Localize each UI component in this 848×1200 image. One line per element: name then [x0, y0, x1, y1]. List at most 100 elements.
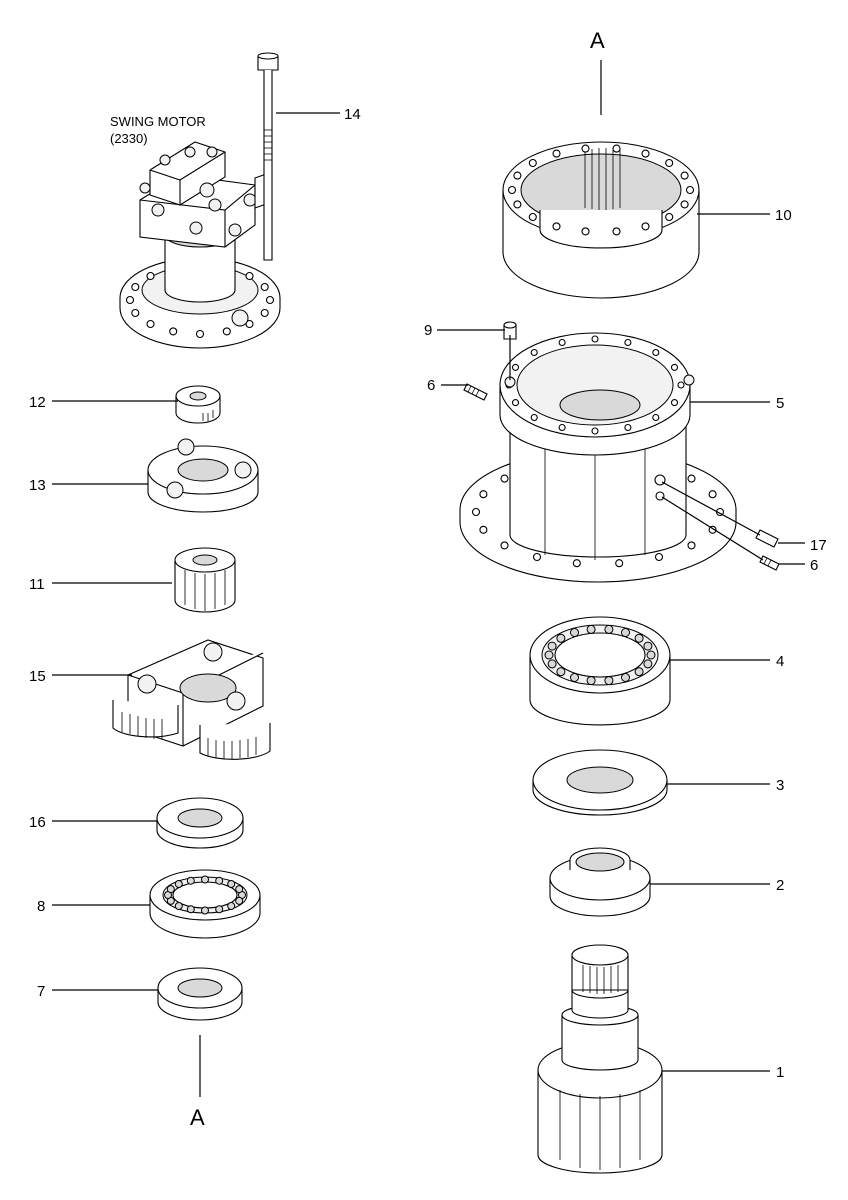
bolt-hole	[641, 222, 650, 231]
bearing-roller	[586, 676, 596, 686]
bolt-hole	[169, 327, 178, 336]
bearing-roller	[643, 641, 653, 651]
bolt-hole	[530, 348, 538, 357]
bolt-hole	[652, 348, 660, 357]
label-part-3: 3	[776, 777, 784, 794]
bolt-hole	[558, 423, 566, 432]
section-mark-top: A	[590, 28, 605, 53]
bolt-hole	[615, 559, 624, 568]
label-part-8: 8	[37, 898, 45, 915]
bolt-hole	[507, 185, 517, 195]
pinion-shaft-part-1	[537, 944, 663, 1174]
bearing-roller	[646, 650, 656, 660]
bolt-part-14	[257, 52, 279, 261]
bolt-hole	[511, 363, 520, 371]
label-part-16: 16	[29, 814, 46, 831]
section-mark-bottom: A	[190, 1105, 205, 1130]
bearing-roller	[215, 876, 224, 885]
bolt-hole	[680, 171, 689, 180]
label-part-6-lower: 6	[810, 557, 818, 574]
bearing-roller	[201, 906, 209, 915]
bolt-hole	[479, 525, 488, 534]
bearing-roller	[186, 876, 195, 885]
bearing-roller	[547, 659, 557, 669]
planet-carrier-part-15	[112, 639, 271, 760]
carrier-part-13	[147, 438, 259, 513]
bolt-hole	[558, 338, 566, 347]
bolt-hole	[624, 338, 632, 347]
thrust-washer-part-3	[532, 749, 668, 816]
bolt-hole	[513, 200, 522, 209]
bearing-roller	[570, 673, 579, 682]
bolt-hole	[131, 308, 140, 318]
label-part-4: 4	[776, 653, 784, 670]
bolt-hole	[528, 158, 537, 168]
bolt-hole	[687, 541, 696, 550]
bolt-hole	[687, 474, 696, 483]
bearing-roller	[166, 885, 175, 894]
bolt-hole	[479, 490, 488, 499]
bearing-roller	[174, 880, 183, 888]
plug-part-6-lower	[759, 555, 780, 571]
bolt-hole	[581, 227, 590, 236]
bolt-hole	[680, 200, 689, 209]
bearing-roller	[556, 633, 566, 643]
bolt-hole	[708, 490, 717, 499]
bolt-hole	[195, 329, 205, 339]
pin-part-9	[503, 321, 517, 340]
bolt-hole	[471, 507, 481, 517]
bearing-roller	[544, 650, 554, 660]
bolt-hole	[146, 271, 155, 281]
bolt-hole	[265, 295, 275, 305]
bolt-hole	[530, 413, 538, 422]
label-part-9: 9	[424, 322, 432, 339]
label-part-7: 7	[37, 983, 45, 1000]
bearing-roller	[556, 667, 566, 677]
sun-gear-part-12	[175, 385, 221, 424]
bearing-roller	[621, 673, 630, 682]
ring-gear-part-10	[502, 141, 700, 299]
plug-part-6-upper	[463, 383, 488, 401]
bolt-hole	[591, 335, 599, 343]
bolt-hole	[624, 423, 632, 432]
leader-lines	[52, 60, 805, 1097]
label-part-2: 2	[776, 877, 784, 894]
label-part-12: 12	[29, 394, 46, 411]
thrust-ring-part-16	[156, 797, 244, 849]
bearing-roller	[227, 880, 236, 888]
bolt-hole	[528, 212, 537, 222]
housing-part-5	[459, 332, 737, 583]
label-part-14: 14	[344, 106, 361, 123]
bearing-roller	[186, 905, 195, 914]
bearing-roller	[570, 628, 579, 637]
label-part-13: 13	[29, 477, 46, 494]
label-part-10: 10	[775, 207, 792, 224]
bolt-hole	[670, 399, 679, 407]
bearing-roller	[174, 902, 183, 910]
label-part-6-upper: 6	[427, 377, 435, 394]
bolt-hole	[500, 541, 509, 550]
bearing-part-8	[149, 869, 261, 939]
bolt-hole	[513, 171, 522, 180]
bolt-hole	[260, 308, 269, 318]
bolt-hole	[572, 559, 581, 568]
bolt-hole	[222, 327, 231, 336]
bolt-hole	[532, 552, 542, 562]
label-part-11: 11	[29, 576, 45, 593]
plug-part-17	[755, 529, 779, 548]
bolt-hole	[652, 413, 660, 422]
bolt-hole	[670, 363, 679, 371]
bearing-roller	[201, 875, 209, 884]
bolt-hole	[552, 222, 561, 231]
label-part-1: 1	[776, 1064, 784, 1081]
bearing-part-4	[529, 616, 671, 726]
ring-part-7	[157, 967, 243, 1021]
bearing-roller	[547, 641, 557, 651]
bolt-hole	[641, 149, 650, 158]
bolt-hole	[685, 185, 695, 195]
bolt-hole	[131, 282, 140, 292]
bolt-hole	[665, 158, 674, 168]
bearing-roller	[634, 667, 644, 677]
bolt-hole	[146, 319, 155, 329]
diagram-subtitle: (2330)	[110, 131, 148, 146]
